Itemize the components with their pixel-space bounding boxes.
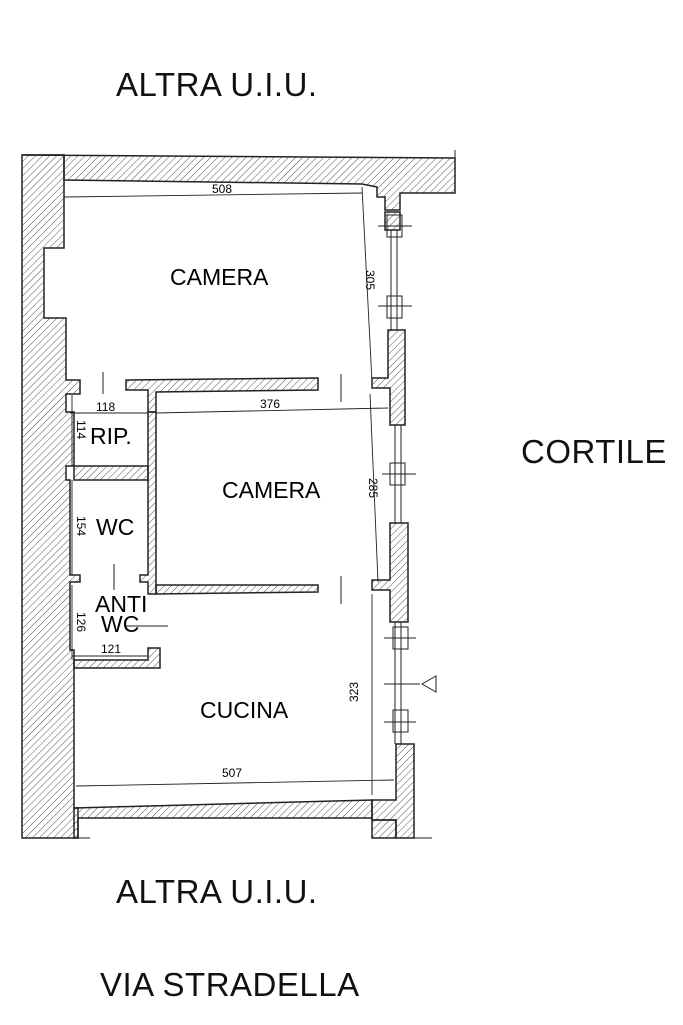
dim-camera2-width: 376 (260, 397, 280, 411)
window-lines (378, 214, 420, 744)
room-cucina: CUCINA (200, 697, 289, 723)
dim-wc-depth: 154 (74, 516, 88, 536)
wall-top (21, 154, 456, 211)
ground-lines (22, 150, 456, 839)
dim-rip-width: 118 (96, 400, 115, 414)
room-camera-1: CAMERA (170, 264, 269, 290)
wall-partition-1 (125, 377, 319, 413)
wall-left (21, 154, 81, 839)
dim-cucina-depth: 323 (347, 682, 361, 702)
wall-anti-wc-bottom (73, 647, 161, 669)
dim-anti-wc-width: 121 (101, 642, 121, 656)
wall-right-mid1 (371, 329, 406, 426)
wall-rip-wc (73, 465, 149, 481)
dim-anti-wc-depth: 126 (74, 612, 88, 632)
street-label: VIA STRADELLA (100, 966, 360, 1003)
bottom-neighbor-label: ALTRA U.I.U. (116, 873, 318, 910)
room-wc: WC (96, 514, 134, 540)
room-rip: RIP. (90, 423, 132, 449)
door-stubs (102, 372, 342, 627)
top-neighbor-label: ALTRA U.I.U. (116, 66, 318, 103)
entrance-marker-icon (420, 675, 437, 693)
dim-camera2-depth: 285 (366, 478, 380, 498)
dim-camera1-width: 508 (212, 182, 232, 196)
courtyard-label: CORTILE (521, 433, 667, 470)
dim-rip-depth: 114 (74, 420, 88, 439)
dim-cucina-width: 507 (222, 766, 242, 780)
dim-camera1-depth: 305 (363, 270, 377, 290)
room-camera-2: CAMERA (222, 477, 321, 503)
room-anti-wc-line2: WC (101, 611, 139, 637)
wall-partition-vertical (139, 411, 157, 595)
dimension-lines (63, 186, 395, 795)
wall-right-mid2 (371, 522, 409, 623)
room-anti-wc-line1: ANTI (95, 591, 147, 617)
wall-partition-2 (155, 584, 319, 595)
wall-bottom (73, 799, 397, 839)
